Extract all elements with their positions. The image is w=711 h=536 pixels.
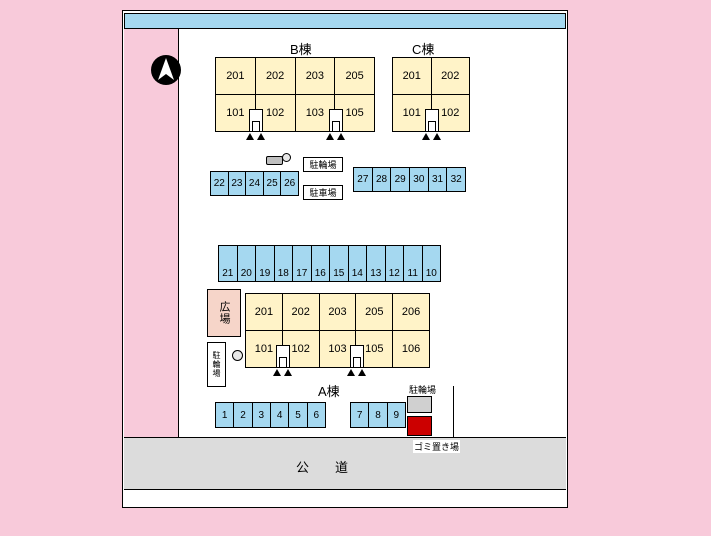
parking-stall: 22 — [213, 178, 225, 189]
parking-stall: 8 — [368, 403, 386, 427]
bicycle-shelter-box — [407, 396, 432, 413]
north-arrow-icon — [149, 53, 183, 87]
parking-stall: 17 — [292, 246, 311, 281]
building-c-upper-row: 201 202 — [393, 58, 469, 94]
building-a-label: A棟 — [318, 384, 340, 399]
parking-stall: 25 — [262, 172, 281, 195]
room-cell: 201 — [254, 306, 274, 318]
room-cell: 201 — [402, 70, 421, 82]
entrance-marker-icon — [422, 133, 441, 140]
entrance-marker-icon — [273, 369, 292, 376]
entrance-door — [425, 109, 439, 131]
room-cell: 203 — [318, 294, 356, 330]
room-cell: 205 — [334, 58, 374, 94]
entrance-door — [350, 345, 364, 367]
room-cell: 206 — [392, 294, 429, 330]
plaza-box: 広場 — [207, 289, 241, 337]
room-cell: 202 — [254, 58, 295, 94]
parking-stall: 3 — [251, 403, 270, 427]
entrance-door — [249, 109, 263, 131]
garbage-box — [407, 416, 432, 436]
public-road — [124, 437, 566, 490]
entrance-marker-icon — [347, 369, 366, 376]
parking-stall: 20 — [236, 246, 256, 281]
parking-stall: 2 — [233, 403, 251, 427]
parking-stall: 24 — [245, 172, 263, 195]
room-cell: 106 — [392, 331, 429, 367]
parking-stall: 5 — [288, 403, 306, 427]
entrance-step — [353, 357, 361, 367]
bicycle-parking-label: 駐輪場 — [409, 385, 437, 395]
parking-stall: 14 — [347, 246, 367, 281]
left-boundary-area — [124, 29, 179, 437]
entrance-marker-icon — [246, 133, 265, 140]
bicycle-icon — [232, 350, 243, 361]
parking-stall: 18 — [273, 246, 293, 281]
scooter-icon — [266, 151, 291, 165]
room-cell: 201 — [226, 70, 245, 82]
room-cell: 205 — [355, 294, 392, 330]
building-c-label: C棟 — [412, 42, 435, 57]
car-parking-label: 駐車場 — [303, 185, 343, 200]
top-road-strip — [124, 13, 566, 29]
parking-stall: 21 — [222, 268, 234, 279]
parking-stall: 12 — [384, 246, 404, 281]
room-cell: 202 — [281, 294, 319, 330]
parking-stall: 16 — [310, 246, 330, 281]
room-cell: 202 — [430, 58, 470, 94]
bicycle-parking-box: 駐輪場 — [207, 342, 226, 387]
entrance-step — [332, 121, 340, 131]
parking-stall: 30 — [409, 168, 428, 191]
parking-stall: 27 — [357, 174, 369, 185]
room-cell: 103 — [318, 331, 356, 367]
entrance-door — [276, 345, 290, 367]
parking-stall: 1 — [221, 409, 228, 421]
parking-stall: 7 — [356, 409, 363, 421]
parking-stall: 10 — [421, 246, 441, 281]
bicycle-parking-label: 駐輪場 — [212, 351, 221, 378]
parking-stall: 15 — [329, 246, 348, 281]
entrance-marker-icon — [326, 133, 345, 140]
parking-stall: 4 — [269, 403, 288, 427]
parking-stall: 9 — [386, 403, 405, 427]
parking-stall: 32 — [446, 168, 465, 191]
parking-stall: 28 — [371, 168, 391, 191]
parking-stall: 6 — [306, 403, 325, 427]
boundary-line — [453, 386, 454, 437]
parking-stall: 11 — [403, 246, 422, 281]
garbage-area-label: ゴミ置き場 — [413, 440, 461, 453]
entrance-step — [428, 121, 436, 131]
entrance-step — [252, 121, 260, 131]
room-cell: 101 — [226, 107, 245, 119]
bicycle-parking-label: 駐輪場 — [303, 157, 343, 172]
room-cell: 101 — [402, 107, 421, 119]
parking-stall: 31 — [427, 168, 447, 191]
entrance-step — [279, 357, 287, 367]
plaza-label: 広場 — [218, 301, 230, 325]
entrance-door — [329, 109, 343, 131]
parking-stall: 13 — [366, 246, 385, 281]
parking-stall: 26 — [280, 172, 298, 195]
parking-stall: 29 — [390, 168, 409, 191]
room-cell: 103 — [294, 95, 335, 131]
room-cell: 203 — [294, 58, 335, 94]
building-b-label: B棟 — [290, 42, 312, 57]
parking-stall: 23 — [227, 172, 246, 195]
parking-stall: 19 — [255, 246, 274, 281]
public-road-label: 公 道 — [296, 460, 349, 475]
room-cell: 101 — [254, 343, 274, 355]
